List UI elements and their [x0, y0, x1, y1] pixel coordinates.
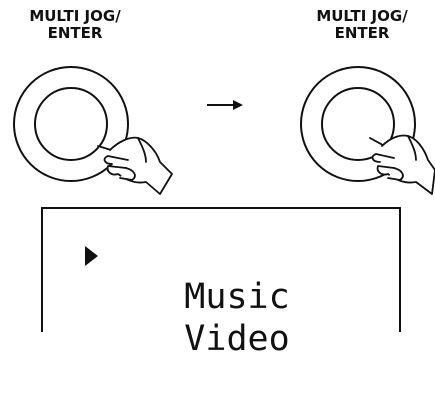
right-arrow-icon — [207, 100, 243, 110]
knob-inner-button[interactable] — [321, 87, 395, 161]
knob-outer-ring — [13, 66, 129, 182]
knob-label-line1: MULTI JOG/ — [316, 7, 408, 25]
knob-outer-ring — [300, 66, 416, 182]
knob-inner-button[interactable] — [34, 87, 108, 161]
menu-item[interactable]: Video — [100, 279, 290, 399]
menu-item-selected[interactable]: Music — [80, 237, 290, 357]
pointing-hand-icon — [369, 134, 435, 195]
knob-label-line2: ENTER — [47, 24, 103, 42]
pointing-hand-icon — [97, 136, 173, 195]
lcd-display: Music Video — [41, 207, 401, 359]
knob-label-left: MULTI JOG/ ENTER — [0, 8, 150, 42]
knob-label-right: MULTI JOG/ ENTER — [287, 8, 435, 42]
knob-label-line2: ENTER — [334, 24, 390, 42]
triangle-right-icon — [85, 246, 98, 266]
multi-jog-knob-left[interactable] — [0, 66, 180, 206]
multi-jog-knob-right[interactable] — [266, 66, 435, 206]
knob-label-line1: MULTI JOG/ — [29, 7, 121, 25]
menu-item-label: Video — [184, 319, 290, 359]
menu-item-label: Music — [184, 277, 290, 317]
